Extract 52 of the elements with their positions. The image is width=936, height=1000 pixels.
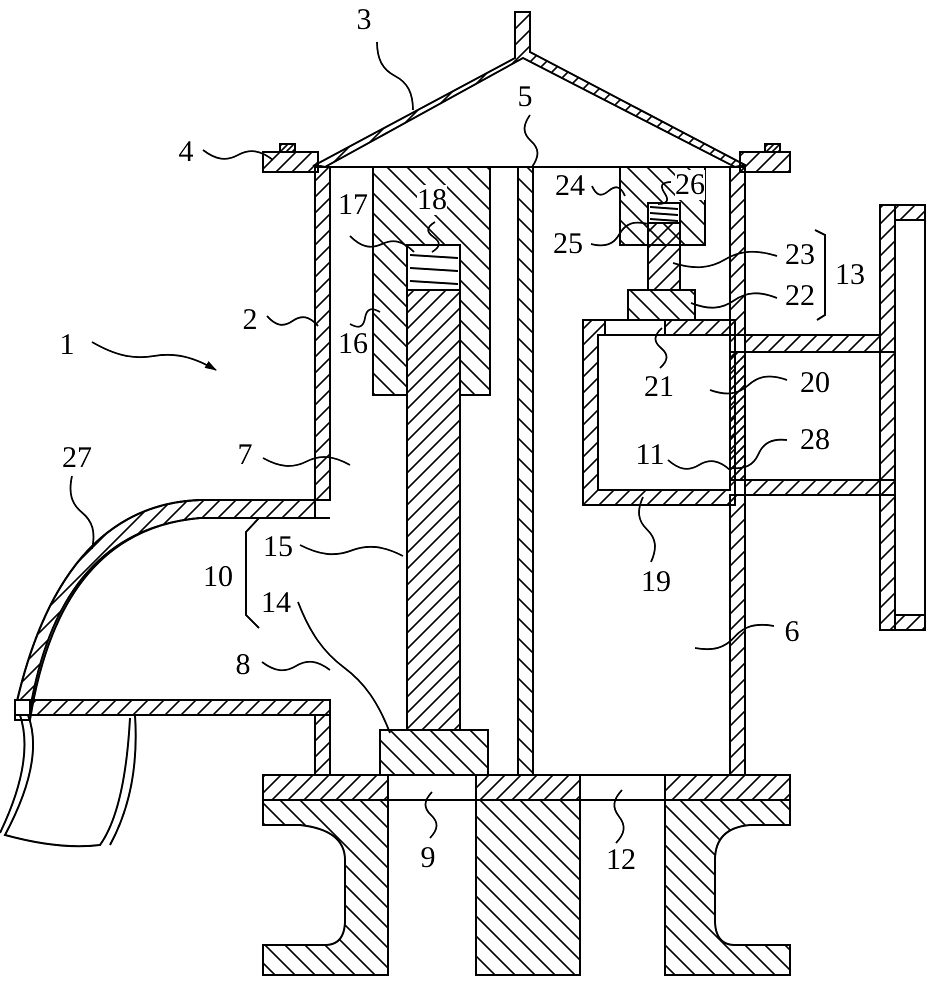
callout-number: 13 [835, 260, 865, 290]
leader-line [349, 235, 415, 253]
callout-number: 3 [356, 5, 372, 35]
callout-number: 9 [420, 843, 436, 873]
callout-number: 18 [417, 185, 447, 215]
leader-line [266, 315, 319, 327]
leader-line [730, 438, 788, 470]
leader-line [590, 222, 648, 246]
leader-line [300, 544, 404, 557]
leader-line [667, 459, 731, 471]
leader-line [638, 496, 656, 562]
callout-number: 19 [641, 567, 671, 597]
leader-line [424, 791, 438, 839]
callout-number: 27 [62, 443, 92, 473]
callout-number: 25 [553, 229, 583, 259]
callout-number: 1 [60, 330, 74, 360]
callout-number: 17 [338, 190, 368, 220]
leader-line [694, 624, 774, 650]
leader-line [613, 789, 625, 844]
callout-number: 10 [203, 562, 233, 592]
leader-line [262, 456, 350, 467]
callout-number: 14 [261, 588, 291, 618]
callout-number: 20 [800, 368, 830, 398]
leader-line [427, 221, 440, 253]
callout-number: 21 [644, 372, 674, 402]
callout-number: 24 [555, 171, 585, 201]
leader-line [376, 42, 414, 110]
callout-number: 5 [518, 82, 532, 112]
callout-number: 28 [800, 425, 830, 455]
callout-number: 8 [236, 650, 250, 680]
callout-number: 6 [784, 617, 800, 647]
callout-number: 26 [675, 170, 705, 200]
leader-arrow [92, 341, 217, 371]
leader-line [658, 181, 672, 205]
callout-number: 7 [238, 440, 252, 470]
leader-line [70, 476, 94, 550]
leader-line [261, 660, 331, 672]
callout-number: 23 [785, 240, 815, 270]
callout-number: 22 [785, 281, 815, 311]
leader-line [297, 602, 391, 734]
callout-number: 11 [636, 440, 664, 470]
leader-line [591, 186, 626, 196]
callout-number: 4 [178, 137, 194, 167]
callout-number: 16 [338, 329, 368, 359]
leader-line [202, 149, 274, 161]
callout-number: 12 [606, 845, 636, 875]
leader-line [672, 250, 778, 268]
leader-line [524, 114, 538, 168]
callout-number: 2 [242, 305, 258, 335]
leader-line [710, 376, 788, 394]
leader-line [690, 292, 778, 309]
callout-number: 15 [263, 532, 293, 562]
